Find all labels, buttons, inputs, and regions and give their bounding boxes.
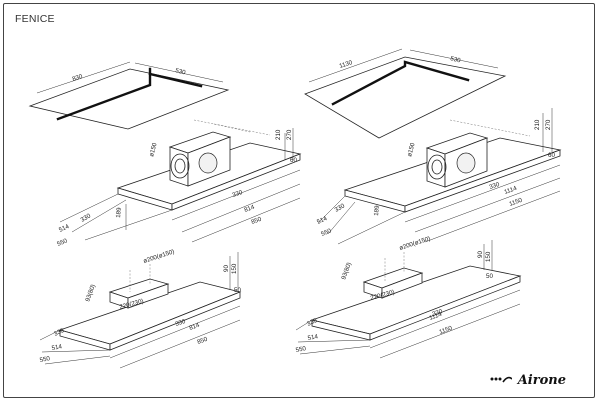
dim-height-270: 270: [545, 119, 552, 130]
dim-height-210: 210: [275, 129, 282, 140]
dim-850: 850: [196, 336, 209, 346]
dim-514: 514: [58, 223, 71, 234]
dim-height-90: 90: [223, 265, 230, 272]
hood-bottom-left: ø200(ø150) 90 150 50 220(230) 93(80) 330…: [39, 248, 241, 369]
dim-height-90: 90: [477, 251, 484, 258]
dim-514: 514: [51, 343, 63, 352]
dim-outlet-diameter: ø150: [148, 142, 159, 158]
dim-panel-depth: 530: [450, 55, 462, 64]
dim-side: 93(80): [340, 261, 353, 280]
dim-duct-diameter: ø200(ø150): [398, 235, 431, 252]
panel-top-right: 1130 530: [304, 48, 507, 139]
dim-550: 550: [56, 237, 69, 248]
dim-330-lower: 330: [53, 327, 66, 338]
dim-514: 514: [316, 215, 329, 226]
dim-height-150: 150: [485, 251, 492, 262]
brand-logo: Airone: [517, 373, 566, 388]
dim-550: 550: [320, 227, 333, 238]
dim-panel-width: 1130: [338, 59, 353, 70]
hood-middle-left: ø150 210 270 60 189 330 330 514 550 814 …: [56, 119, 302, 248]
page-title: FENICE: [15, 13, 55, 25]
dim-1150: 1150: [508, 197, 523, 208]
dim-1114: 1114: [503, 185, 518, 196]
dim-height-60: 60: [548, 152, 555, 159]
dim-duct-diameter: ø200(ø150): [142, 248, 175, 265]
dim-side: 93(80): [84, 283, 97, 302]
hood-middle-right: ø150 210 270 60 189 330 330 514 550 1114…: [316, 108, 562, 245]
dim-height-50: 50: [234, 287, 241, 294]
dim-height-60: 60: [290, 157, 297, 164]
dim-330-lower: 330: [80, 212, 93, 224]
dim-189: 189: [373, 205, 381, 216]
dim-height-150: 150: [231, 263, 238, 274]
dim-330-upper: 330: [431, 308, 444, 318]
dim-514: 514: [307, 333, 319, 342]
dim-814: 814: [243, 204, 256, 214]
dim-height-270: 270: [286, 129, 293, 140]
hood-bottom-right: ø200(ø150) 90 150 50 220(230) 93(80) 330…: [295, 235, 522, 359]
dim-330-upper: 330: [488, 181, 501, 191]
sheet-frame: [3, 3, 595, 398]
dim-height-50: 50: [486, 273, 493, 280]
dim-1114: 1114: [428, 311, 443, 322]
dim-outlet-diameter: ø150: [406, 142, 417, 158]
dim-330-lower: 330: [334, 202, 347, 214]
brand-logo-icon: [490, 376, 512, 383]
panel-top-left: 830 530: [28, 61, 230, 130]
dim-189: 189: [115, 207, 123, 218]
dim-330-lower: 330: [306, 317, 319, 328]
dim-panel-depth: 530: [175, 67, 187, 76]
dim-1150: 1150: [438, 325, 453, 336]
dim-panel-width: 830: [71, 73, 84, 83]
dim-850: 850: [250, 216, 263, 226]
dim-550: 550: [39, 355, 51, 364]
dim-814: 814: [188, 322, 201, 332]
dim-550: 550: [295, 345, 307, 354]
dim-height-210: 210: [534, 119, 541, 130]
dim-330-upper: 330: [231, 189, 244, 199]
dim-330-upper: 330: [174, 318, 187, 328]
